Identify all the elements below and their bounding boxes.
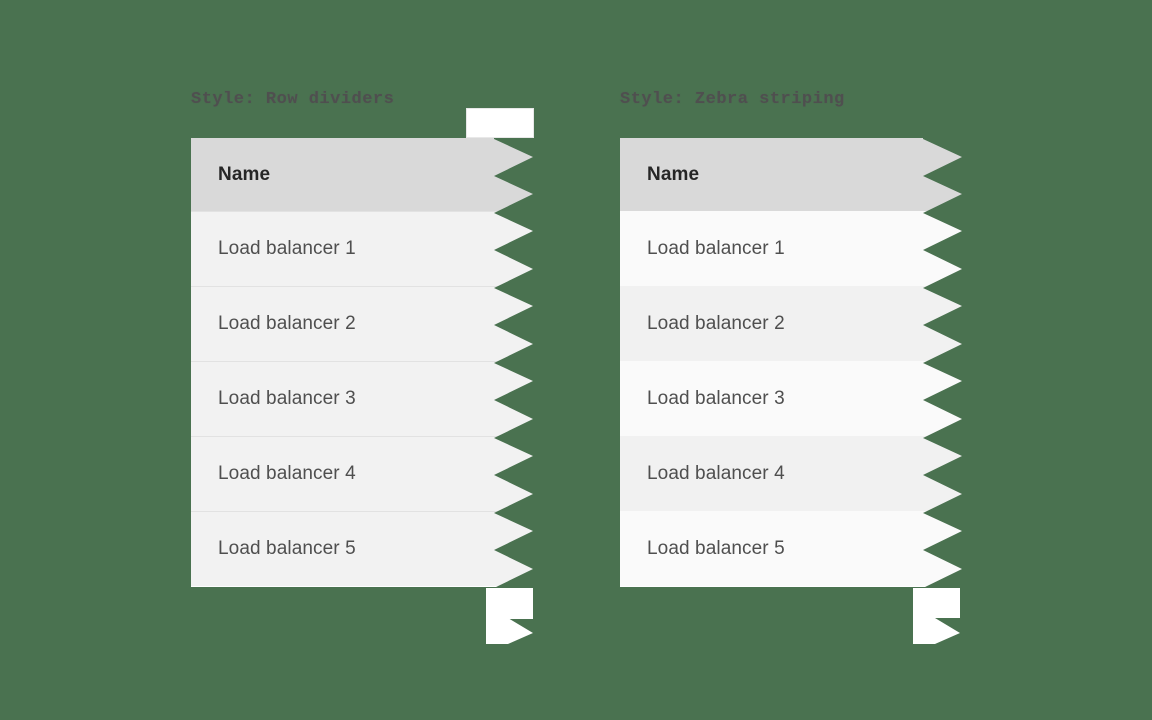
cell-name: Load balancer 1	[647, 237, 785, 259]
top-tab-row-dividers	[466, 108, 534, 138]
table-row[interactable]: Load balancer 3	[620, 361, 962, 436]
table-row[interactable]: Load balancer 4	[620, 436, 962, 511]
table-header-row: Name	[191, 138, 533, 211]
table-row[interactable]: Load balancer 5	[620, 511, 962, 586]
table-row[interactable]: Load balancer 4	[191, 436, 533, 511]
cell-name: Load balancer 4	[647, 462, 785, 484]
table-zebra-striping: Name Load balancer 1 Load balancer 2 Loa…	[620, 138, 962, 586]
table-row[interactable]: Load balancer 1	[191, 211, 533, 286]
bottom-tail-row-dividers	[486, 588, 533, 644]
table-row[interactable]: Load balancer 3	[191, 361, 533, 436]
table-row[interactable]: Load balancer 5	[191, 511, 533, 586]
caption-row-dividers: Style: Row dividers	[191, 90, 395, 109]
bottom-tail-zebra-striping	[913, 588, 960, 644]
column-header-name: Name	[647, 163, 700, 185]
cell-name: Load balancer 5	[218, 538, 356, 559]
table-card-zebra-striping: Name Load balancer 1 Load balancer 2 Loa…	[620, 138, 962, 589]
column-header-name: Name	[218, 163, 271, 185]
table-row[interactable]: Load balancer 2	[191, 286, 533, 361]
cell-name: Load balancer 1	[218, 238, 356, 259]
cell-name: Load balancer 2	[647, 312, 785, 334]
table-card-row-dividers: Name Load balancer 1 Load balancer 2 Loa…	[191, 138, 533, 589]
cell-name: Load balancer 2	[218, 313, 356, 334]
table-header-row: Name	[620, 138, 962, 211]
caption-zebra-striping: Style: Zebra striping	[620, 90, 845, 109]
cell-name: Load balancer 3	[647, 387, 785, 409]
cell-name: Load balancer 4	[218, 463, 356, 484]
table-row[interactable]: Load balancer 2	[620, 286, 962, 361]
table-row-dividers: Name Load balancer 1 Load balancer 2 Loa…	[191, 138, 533, 586]
table-row[interactable]: Load balancer 1	[620, 211, 962, 286]
cell-name: Load balancer 5	[647, 537, 785, 559]
cell-name: Load balancer 3	[218, 388, 356, 409]
